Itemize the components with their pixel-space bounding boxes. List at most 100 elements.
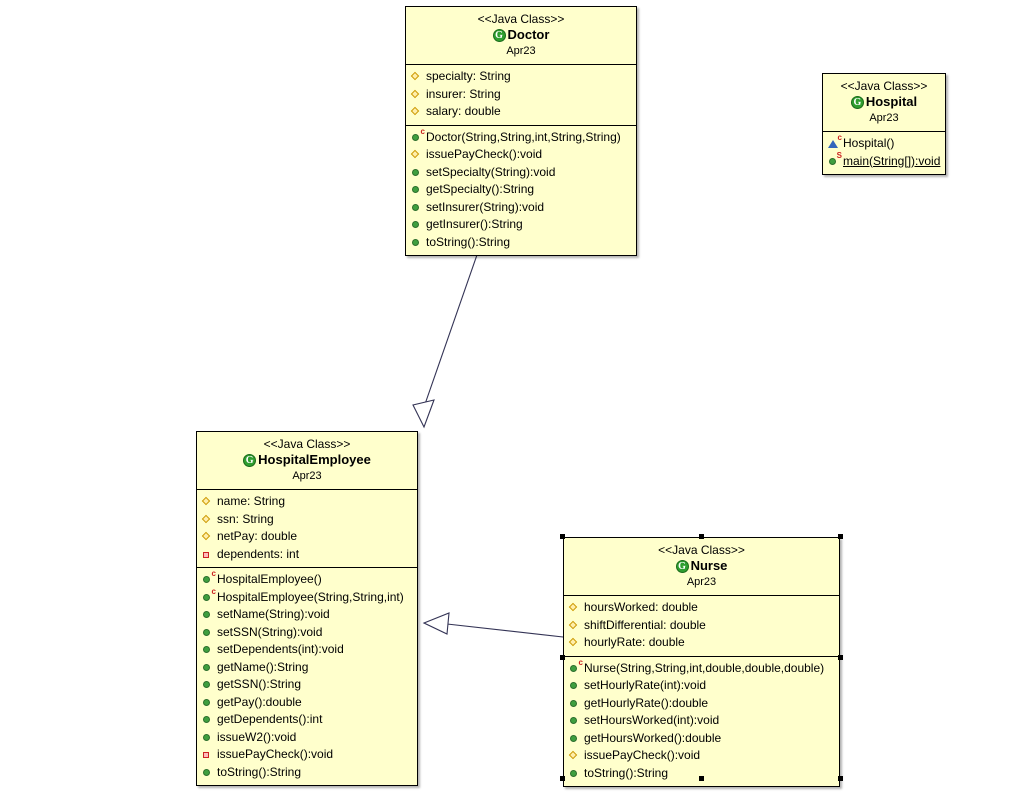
operation-row[interactable]: getHoursWorked():double	[564, 730, 839, 748]
operation-row[interactable]: getName():String	[197, 659, 417, 677]
operation-row[interactable]: c HospitalEmployee()	[197, 570, 417, 589]
java-class-icon: G	[850, 95, 864, 109]
operation-row[interactable]: toString():String	[406, 234, 636, 252]
protected-attribute-icon	[202, 496, 213, 507]
public-operation-icon	[202, 732, 213, 743]
operation-row[interactable]: getPay():double	[197, 694, 417, 712]
operation-row[interactable]: getSpecialty():String	[406, 181, 636, 199]
generalization-doctor-to-hospitalemployee[interactable]	[412, 251, 479, 429]
attribute-row[interactable]: insurer: String	[406, 86, 636, 104]
operation-row[interactable]: getHourlyRate():double	[564, 695, 839, 713]
operation-label: getPay():double	[217, 694, 302, 709]
operation-row[interactable]: toString():String	[197, 764, 417, 782]
operation-label: getSpecialty():String	[426, 182, 535, 196]
attribute-row[interactable]: salary: double	[406, 103, 636, 121]
protected-attribute-icon	[202, 514, 213, 525]
protected-attribute-icon	[411, 71, 422, 82]
public-constructor-icon: c	[202, 587, 216, 603]
selection-handle-n[interactable]	[699, 534, 704, 539]
operation-label: setHoursWorked(int):void	[584, 713, 720, 727]
attribute-row[interactable]: ssn: String	[197, 511, 417, 529]
operation-label: HospitalEmployee(String,String,int)	[217, 589, 404, 604]
selection-handle-se[interactable]	[838, 776, 843, 781]
operation-row[interactable]: setDependents(int):void	[197, 641, 417, 659]
operation-row[interactable]: setSSN(String):void	[197, 624, 417, 642]
operation-row[interactable]: c Doctor(String,String,int,String,String…	[406, 127, 636, 147]
class-header-nurse: <<Java Class>> G Nurse Apr23	[564, 538, 839, 595]
attribute-row[interactable]: name: String	[197, 493, 417, 511]
operation-label: setSSN(String):void	[217, 624, 323, 639]
attribute-row[interactable]: hoursWorked: double	[564, 599, 839, 617]
attribute-row[interactable]: dependents: int	[197, 546, 417, 564]
generalization-nurse-to-hospitalemployee[interactable]	[422, 612, 564, 638]
operations-compartment-hospitalemployee: c HospitalEmployee() c HospitalEmployee(…	[197, 567, 417, 785]
operation-row[interactable]: issuePayCheck():void	[197, 746, 417, 764]
class-box-hospital[interactable]: <<Java Class>> G Hospital Apr23 c Hospit…	[822, 73, 946, 175]
public-operation-icon	[569, 715, 580, 726]
attribute-row[interactable]: hourlyRate: double	[564, 634, 839, 652]
operation-row[interactable]: c Hospital()	[823, 134, 945, 153]
protected-attribute-icon	[569, 620, 580, 631]
class-box-hospitalemployee[interactable]: <<Java Class>> G HospitalEmployee Apr23 …	[196, 431, 418, 786]
attribute-label: specialty: String	[426, 69, 511, 83]
operation-label: setSpecialty(String):void	[426, 164, 556, 179]
operation-row[interactable]: c HospitalEmployee(String,String,int)	[197, 587, 417, 607]
java-class-icon: G	[675, 559, 689, 573]
public-static-operation-icon: S	[828, 151, 842, 167]
operation-row[interactable]: setName(String):void	[197, 606, 417, 624]
operation-row[interactable]: c Nurse(String,String,int,double,double,…	[564, 657, 839, 678]
selection-handle-sw[interactable]	[560, 776, 565, 781]
attribute-label: shiftDifferential: double	[584, 617, 706, 632]
operation-row[interactable]: getDependents():int	[197, 711, 417, 729]
public-operation-icon	[569, 680, 580, 691]
selection-handle-s[interactable]	[699, 776, 704, 781]
public-operation-icon	[411, 202, 422, 213]
operation-row[interactable]: issuePayCheck():void	[406, 146, 636, 164]
operation-label: getInsurer():String	[426, 217, 523, 231]
operations-compartment-nurse: c Nurse(String,String,int,double,double,…	[564, 655, 839, 787]
java-class-icon: G	[492, 28, 506, 42]
operation-label: getHourlyRate():double	[584, 695, 709, 710]
operation-row[interactable]: setHourlyRate(int):void	[564, 677, 839, 695]
class-box-doctor[interactable]: <<Java Class>> G Doctor Apr23 specialty:…	[405, 6, 637, 256]
operation-row[interactable]: issuePayCheck():void	[564, 747, 839, 765]
public-operation-icon	[411, 219, 422, 230]
class-name-row: G Hospital	[827, 94, 941, 110]
operation-row[interactable]: toString():String	[564, 765, 839, 783]
class-name: HospitalEmployee	[258, 452, 371, 467]
attribute-row[interactable]: specialty: String	[406, 68, 636, 86]
operation-row[interactable]: issueW2():void	[197, 729, 417, 747]
class-header-hospital: <<Java Class>> G Hospital Apr23	[823, 74, 945, 131]
protected-attribute-icon	[411, 89, 422, 100]
class-name-row: G Nurse	[568, 558, 835, 574]
public-operation-icon	[202, 679, 213, 690]
attribute-row[interactable]: netPay: double	[197, 528, 417, 546]
operation-row[interactable]: setHoursWorked(int):void	[564, 712, 839, 730]
protected-attribute-icon	[411, 106, 422, 117]
operation-row[interactable]: getSSN():String	[197, 676, 417, 694]
operation-row[interactable]: setSpecialty(String):void	[406, 164, 636, 182]
operation-row[interactable]: getInsurer():String	[406, 216, 636, 234]
operation-row[interactable]: setInsurer(String):void	[406, 199, 636, 217]
operation-label: HospitalEmployee()	[217, 572, 322, 586]
constructor-superscript: c	[578, 657, 583, 667]
public-operation-icon	[202, 627, 213, 638]
operation-label: toString():String	[217, 764, 302, 779]
selection-handle-e[interactable]	[838, 655, 843, 660]
operation-label: setInsurer(String):void	[426, 199, 545, 214]
operation-label: main(String[]):void	[843, 153, 941, 168]
class-version: Apr23	[506, 45, 536, 57]
selection-handle-ne[interactable]	[838, 534, 843, 539]
public-operation-icon	[411, 184, 422, 195]
selection-handle-nw[interactable]	[560, 534, 565, 539]
class-box-nurse[interactable]: <<Java Class>> G Nurse Apr23 hoursWorked…	[563, 537, 840, 787]
operation-row[interactable]: S main(String[]):void	[823, 151, 945, 171]
public-operation-icon	[411, 237, 422, 248]
attribute-row[interactable]: shiftDifferential: double	[564, 617, 839, 635]
selection-handle-w[interactable]	[560, 655, 565, 660]
public-operation-icon	[411, 167, 422, 178]
protected-operation-icon	[411, 149, 422, 160]
public-operation-icon	[202, 697, 213, 708]
class-name-row: G Doctor	[410, 27, 632, 43]
class-stereotype: <<Java Class>>	[658, 543, 745, 557]
